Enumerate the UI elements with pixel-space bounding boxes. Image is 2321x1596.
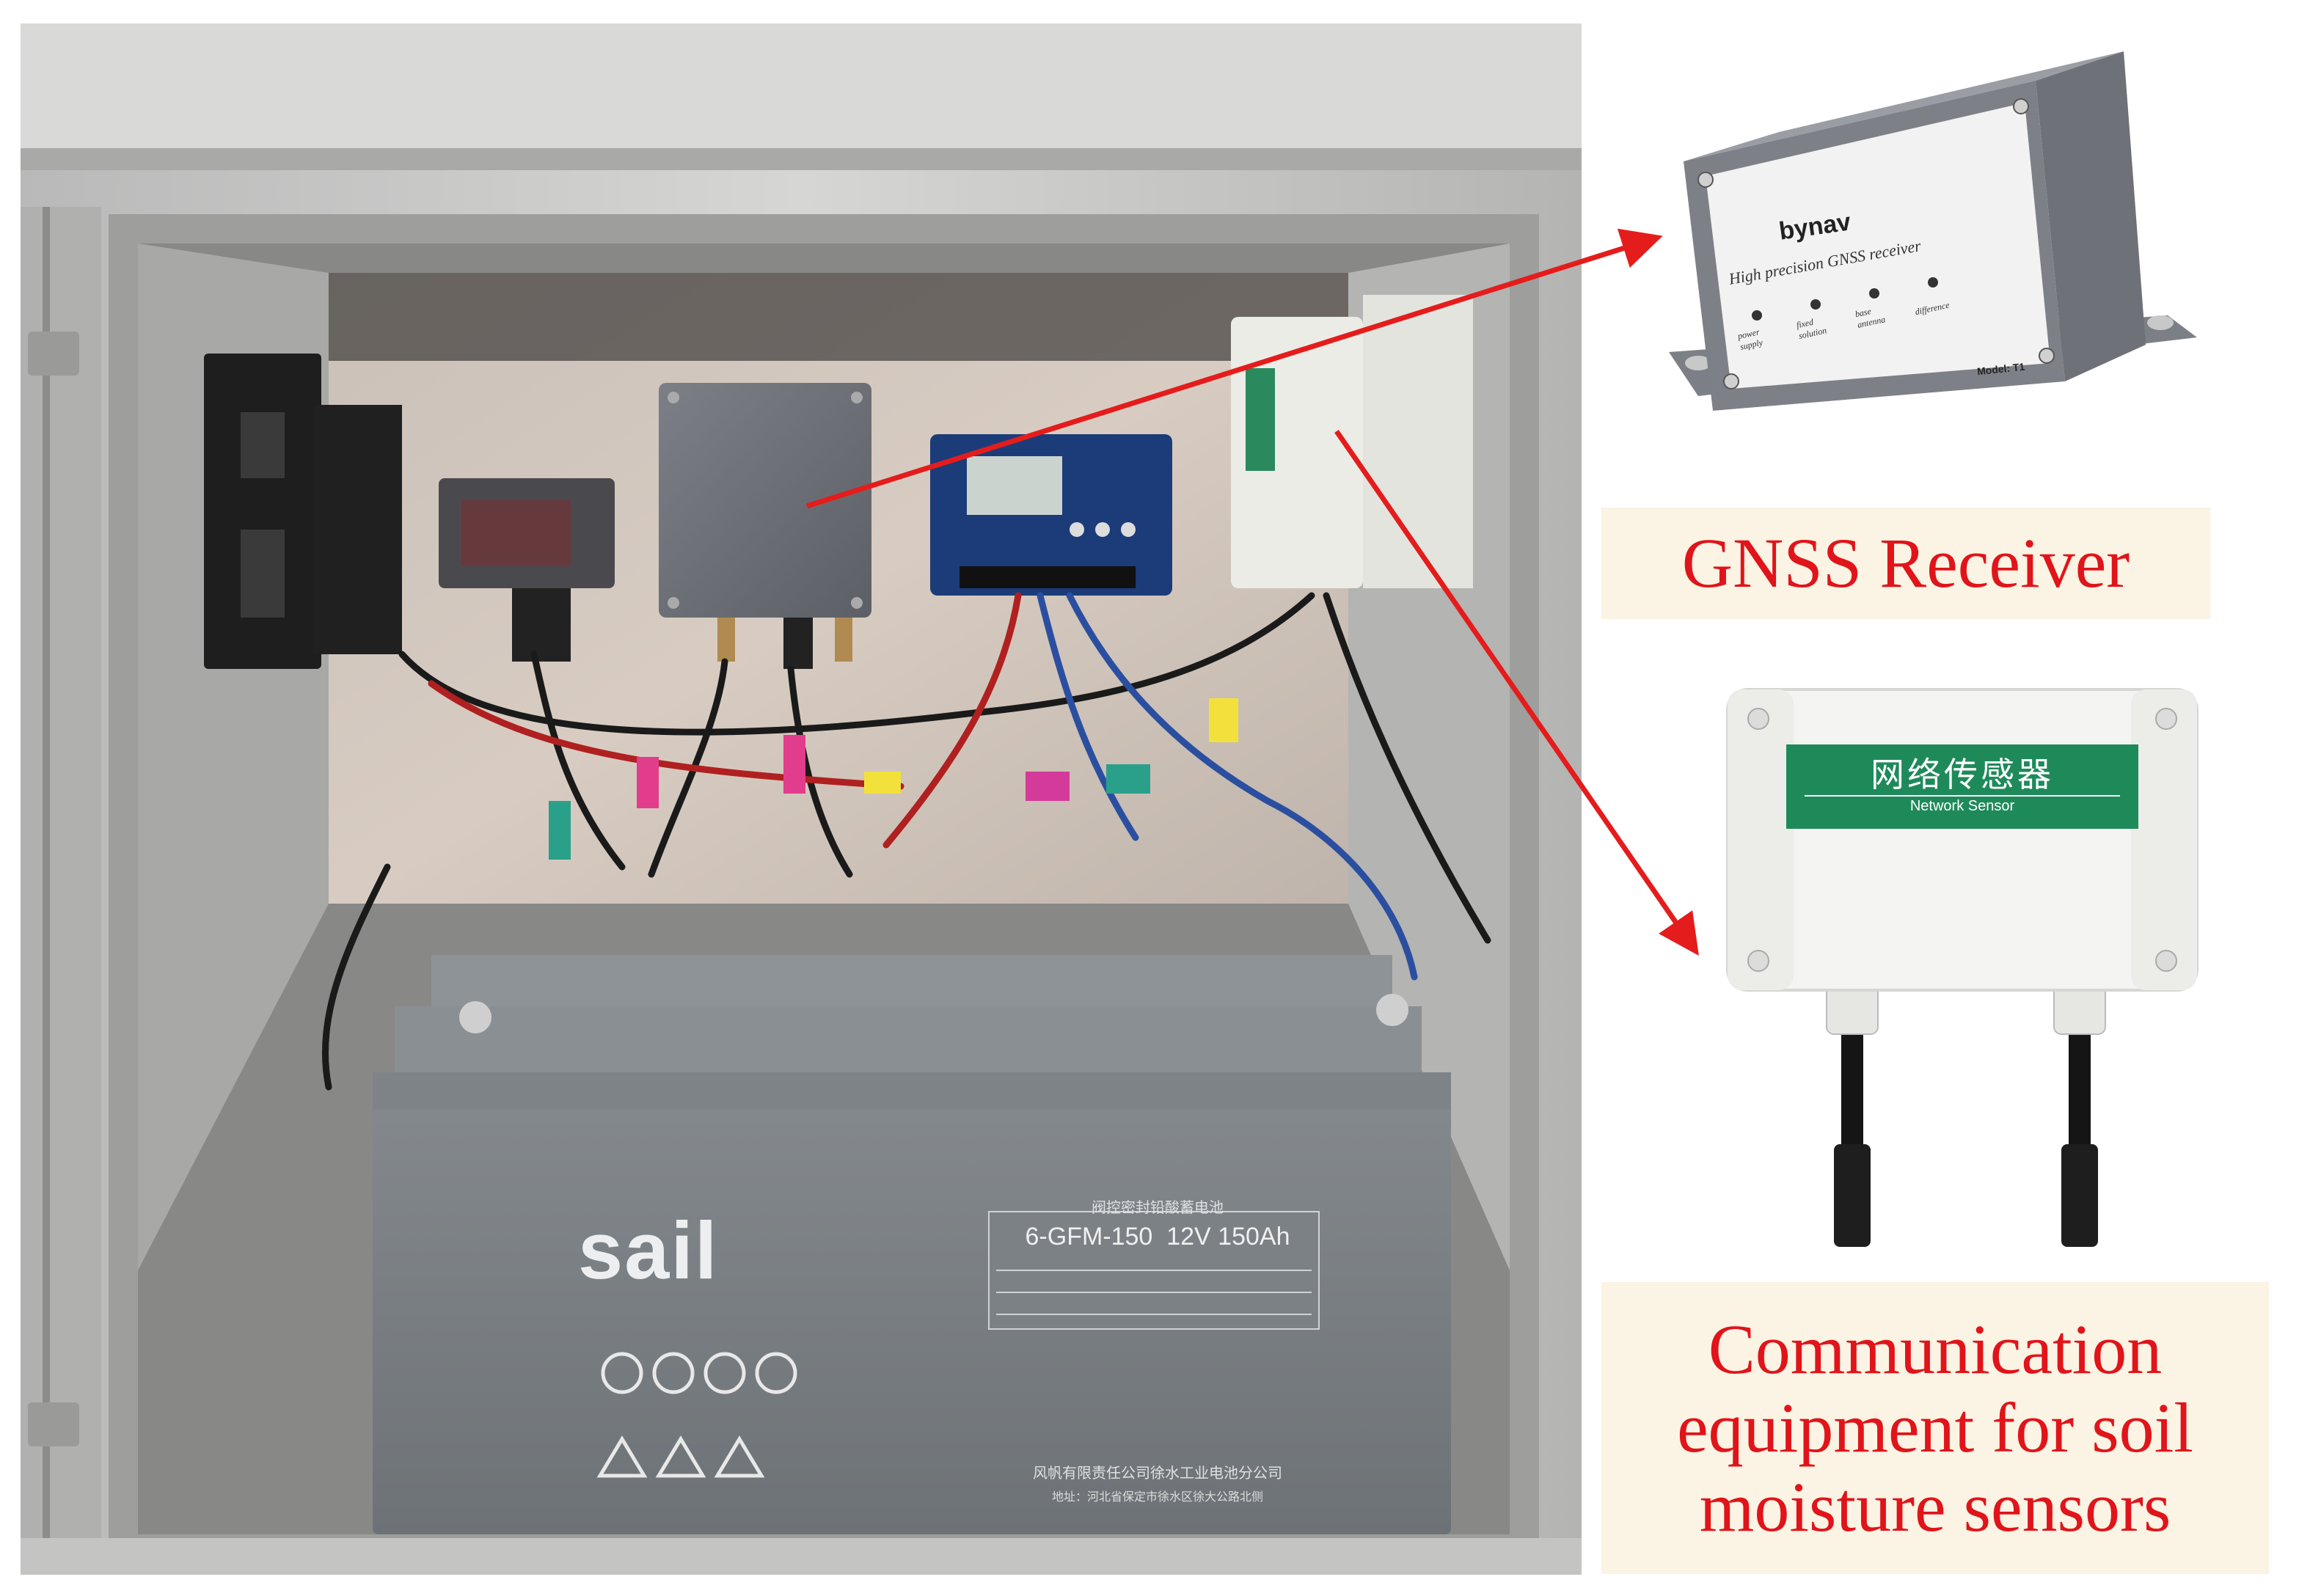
battery-model-text: 6-GFM-150 12V 150Ah [1025, 1223, 1290, 1251]
battery-address-text: 地址：河北省保定市徐水区徐大公路北侧 [1051, 1490, 1263, 1504]
arrow-to-network-sensor [1334, 430, 1699, 956]
gnss-receiver-label-text: GNSS Receiver [1681, 524, 2130, 603]
battery-brand-logo: sail [578, 1206, 719, 1296]
network-sensor-subtitle: Network Sensor [1909, 798, 2015, 814]
communication-equipment-label: Communication equipment for soil moistur… [1601, 1282, 2269, 1574]
communication-label-line2: equipment for soil [1677, 1388, 2193, 1468]
arrow-to-gnss [805, 228, 1663, 509]
gnss-receiver-photo: bynav High precision GNSS receiver power… [1654, 29, 2212, 455]
communication-label-line1: Communication [1708, 1309, 2163, 1388]
gnss-receiver-label: GNSS Receiver [1601, 508, 2210, 619]
network-sensor-title: 网络传感器 [1871, 755, 2054, 794]
communication-label-line3: moisture sensors [1699, 1467, 2171, 1546]
battery-maker-text: 风帆有限责任公司徐水工业电池分公司 [1033, 1464, 1282, 1482]
battery-header-text: 阀控密封铅酸蓄电池 [1092, 1198, 1224, 1216]
enclosure-photo: sail 阀控密封铅酸蓄电池 6-GFM-150 12V 150Ah 风帆有限责… [21, 23, 1582, 1575]
network-sensor-photo: 网络传感器 Network Sensor [1713, 675, 2212, 1247]
